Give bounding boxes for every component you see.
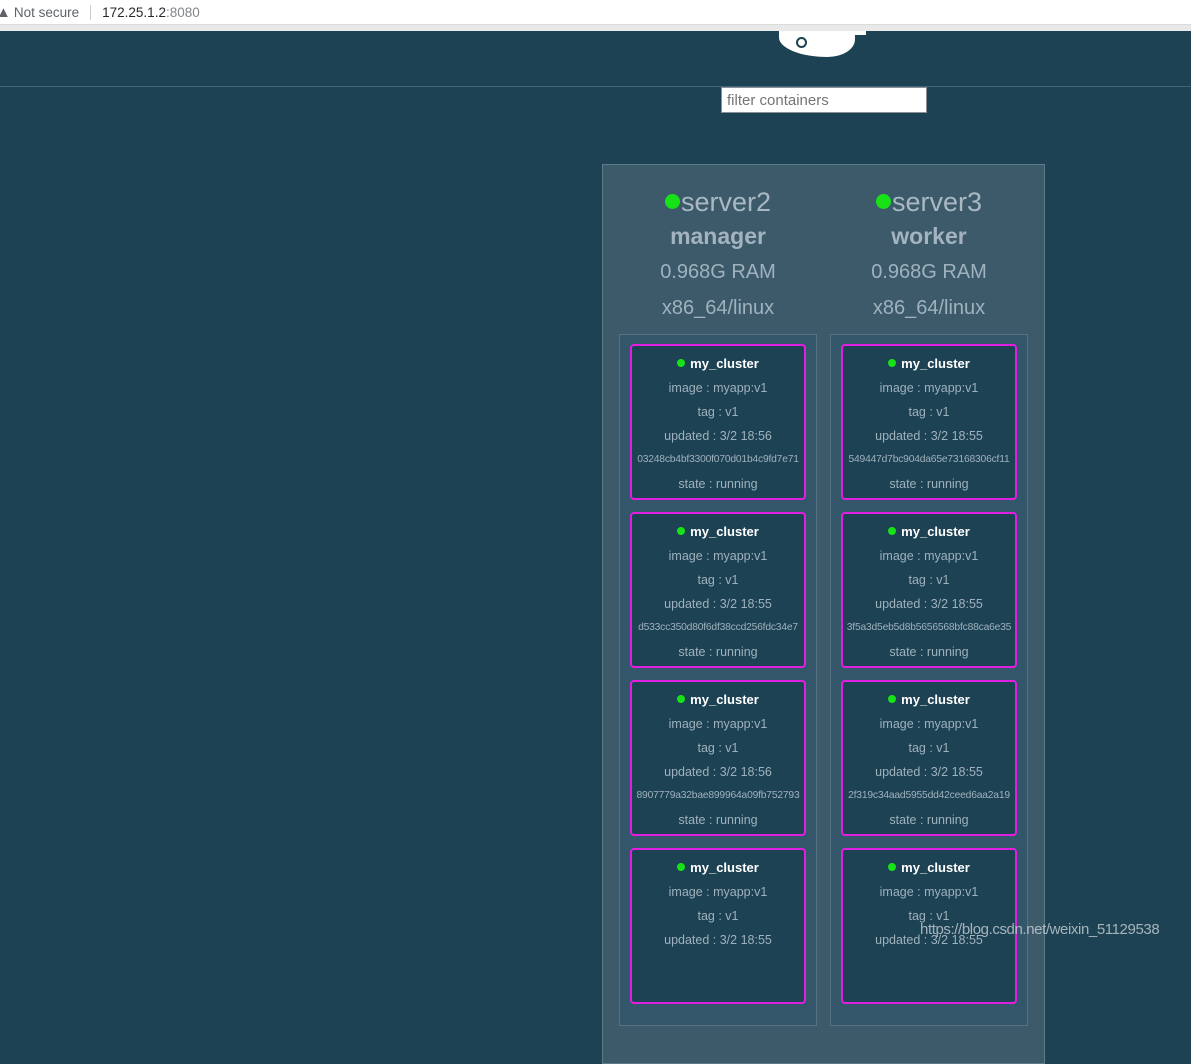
container-status-icon (677, 359, 686, 367)
swarm-logo-tail (853, 31, 866, 35)
node-status-icon (664, 194, 680, 210)
container-state: state : running (889, 813, 969, 827)
container-updated: updated : 3/2 18:55 (875, 933, 983, 947)
visualizer-page: server2 manager 0.968G RAM x86_64/linux … (0, 31, 1191, 1064)
container-title: my_cluster (843, 688, 1015, 712)
container-id: d533cc350d80f6df38ccd256fdc34e7 (638, 622, 798, 633)
node-role: worker (891, 223, 967, 249)
container-tag: tag : v1 (697, 741, 739, 755)
container-tag: tag : v1 (908, 741, 950, 755)
container-status-icon (677, 863, 686, 871)
container-state: state : running (678, 477, 758, 491)
container-status-icon (677, 695, 686, 703)
container-card: my_cluster image : myapp:v1 tag : v1 upd… (841, 512, 1017, 668)
container-name: my_cluster (901, 860, 970, 875)
node-platform: x86_64/linux (872, 297, 986, 319)
container-title: my_cluster (843, 856, 1015, 880)
container-tag: tag : v1 (908, 405, 950, 419)
node-status-icon (875, 194, 891, 210)
not-secure-warning-icon: ▲ (0, 3, 11, 21)
browser-toolbar-strip (0, 24, 1191, 31)
container-image: image : myapp:v1 (879, 381, 979, 395)
container-image: image : myapp:v1 (668, 549, 768, 563)
watermark: https://blog.csdn.net/weixin_51129538 (920, 921, 1160, 938)
container-title: my_cluster (632, 856, 804, 880)
container-title: my_cluster (632, 352, 804, 376)
node-column: server2 manager 0.968G RAM x86_64/linux … (619, 165, 817, 1063)
container-title: my_cluster (632, 688, 804, 712)
container-image: image : myapp:v1 (668, 717, 768, 731)
not-secure-label: Not secure (13, 4, 80, 20)
container-status-icon (888, 695, 897, 703)
container-tag: tag : v1 (908, 909, 950, 923)
container-status-icon (677, 527, 686, 535)
container-list: my_cluster image : myapp:v1 tag : v1 upd… (619, 334, 817, 1026)
container-status-icon (888, 527, 897, 535)
node-ram: 0.968G RAM (660, 261, 776, 283)
container-card: my_cluster image : myapp:v1 tag : v1 upd… (630, 344, 806, 500)
container-id: 3f5a3d5eb5d8b5656568bfc88ca6e35 (846, 622, 1012, 633)
container-card: my_cluster image : myapp:v1 tag : v1 upd… (841, 344, 1017, 500)
container-id: 2f319c34aad5955dd42ceed6aa2a19 (848, 790, 1010, 801)
container-name: my_cluster (690, 860, 759, 875)
container-updated: updated : 3/2 18:55 (664, 933, 772, 947)
container-card: my_cluster image : myapp:v1 tag : v1 upd… (630, 512, 806, 668)
browser-address-bar[interactable]: ▲ Not secure 172.25.1.2 :8080 (0, 0, 1191, 24)
container-updated: updated : 3/2 18:55 (664, 597, 772, 611)
node-name: server2 (680, 187, 772, 217)
container-updated: updated : 3/2 18:55 (875, 597, 983, 611)
node-title: server3 (830, 186, 1028, 218)
container-name: my_cluster (690, 692, 759, 707)
nodes-panel: server2 manager 0.968G RAM x86_64/linux … (602, 164, 1045, 1064)
container-state: state : running (889, 477, 969, 491)
address-bar-divider (90, 4, 92, 20)
container-card: my_cluster image : myapp:v1 tag : v1 upd… (841, 680, 1017, 836)
container-card: my_cluster image : myapp:v1 tag : v1 upd… (630, 848, 806, 1004)
container-tag: tag : v1 (697, 909, 739, 923)
container-image: image : myapp:v1 (879, 549, 979, 563)
container-status-icon (888, 863, 897, 871)
container-updated: updated : 3/2 18:56 (664, 765, 772, 779)
container-status-icon (888, 359, 897, 367)
container-id: 549447d7bc904da65e73168306cf11 (848, 454, 1010, 465)
swarm-logo-eye-icon (796, 37, 807, 48)
node-title: server2 (619, 186, 817, 218)
container-title: my_cluster (843, 352, 1015, 376)
container-title: my_cluster (843, 520, 1015, 544)
swarm-logo-icon (779, 31, 855, 57)
container-state: state : running (889, 645, 969, 659)
container-image: image : myapp:v1 (879, 885, 979, 899)
container-name: my_cluster (901, 356, 970, 371)
container-state: state : running (678, 645, 758, 659)
container-name: my_cluster (690, 356, 759, 371)
container-state: state : running (678, 813, 758, 827)
url-host[interactable]: 172.25.1.2 (102, 4, 166, 20)
node-ram: 0.968G RAM (871, 261, 987, 283)
nodes: server2 manager 0.968G RAM x86_64/linux … (619, 165, 1028, 1063)
container-id: 03248cb4bf3300f070d01b4c9fd7e71 (637, 454, 799, 465)
container-image: image : myapp:v1 (879, 717, 979, 731)
node-role: manager (670, 223, 766, 249)
container-name: my_cluster (901, 524, 970, 539)
filter-containers-input[interactable] (721, 87, 927, 113)
container-image: image : myapp:v1 (668, 885, 768, 899)
container-title: my_cluster (632, 520, 804, 544)
node-name: server3 (891, 187, 983, 217)
header-divider (0, 86, 1191, 87)
container-tag: tag : v1 (697, 573, 739, 587)
container-card: my_cluster image : myapp:v1 tag : v1 upd… (630, 680, 806, 836)
container-id: 8907779a32bae899964a09fb752793 (636, 790, 800, 801)
container-updated: updated : 3/2 18:55 (875, 765, 983, 779)
container-updated: updated : 3/2 18:56 (664, 429, 772, 443)
container-tag: tag : v1 (908, 573, 950, 587)
container-updated: updated : 3/2 18:55 (875, 429, 983, 443)
container-tag: tag : v1 (697, 405, 739, 419)
container-name: my_cluster (901, 692, 970, 707)
node-platform: x86_64/linux (661, 297, 775, 319)
url-port[interactable]: :8080 (165, 4, 200, 20)
container-image: image : myapp:v1 (668, 381, 768, 395)
container-name: my_cluster (690, 524, 759, 539)
